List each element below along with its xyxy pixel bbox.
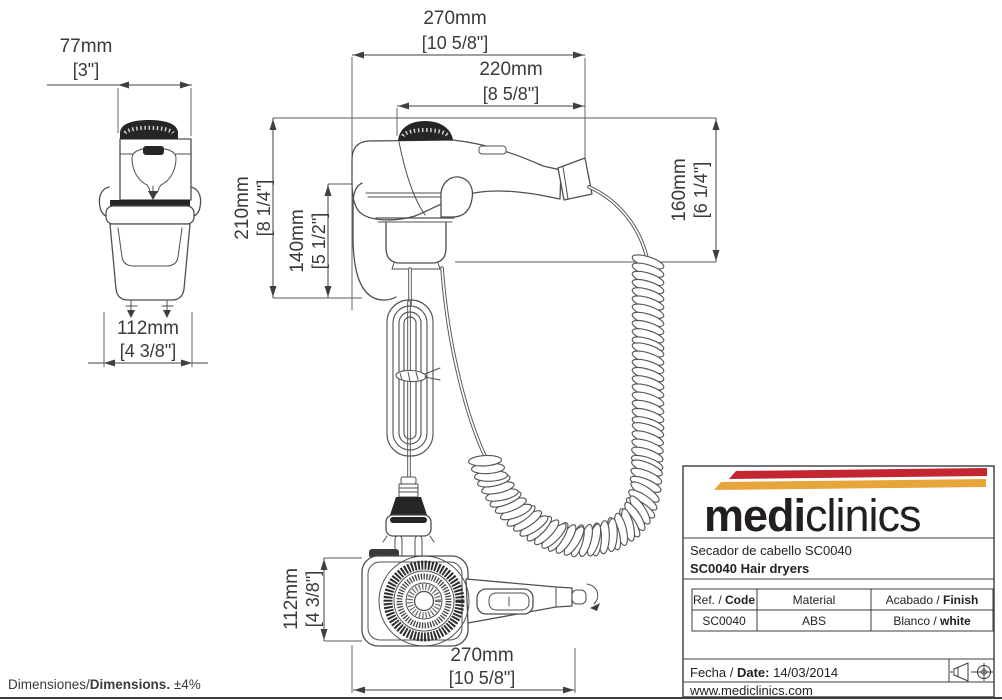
logo-stripe-yellow bbox=[714, 479, 986, 490]
dimension-220mm: 220mm [8 5/8"] bbox=[396, 59, 585, 136]
dimension-lines: 77mm [3"] 270mm [10 5/8"] 220mm [8 5/8"] bbox=[47, 8, 720, 694]
brand-wordmark: mediclinics bbox=[704, 490, 921, 541]
dim-112mm-bottom-inches: [4 3/8"] bbox=[303, 571, 323, 627]
front-view bbox=[98, 120, 202, 318]
dim-112mm-front-inches: [4 3/8"] bbox=[120, 341, 176, 361]
dim-270mm-bottom-inches: [10 5/8"] bbox=[449, 668, 515, 688]
product-name-es: Secador de cabello SC0040 bbox=[690, 543, 852, 558]
intake-grille bbox=[378, 555, 470, 647]
power-cable bbox=[382, 267, 441, 562]
handle-top-view bbox=[465, 578, 600, 624]
dim-77mm-label: 77mm bbox=[60, 36, 113, 57]
cell-finish: Blanco / white bbox=[893, 614, 971, 628]
dim-140mm-label: 140mm bbox=[287, 209, 308, 272]
dimension-270mm-top: 270mm [10 5/8"] bbox=[352, 8, 586, 162]
cable-tie bbox=[395, 367, 441, 383]
dim-270mm-top-label: 270mm bbox=[423, 8, 486, 29]
dimension-112mm-front: 112mm [4 3/8"] bbox=[88, 312, 208, 367]
side-view bbox=[351, 121, 665, 562]
dimension-160mm: 160mm [6 1/4"] bbox=[455, 118, 720, 263]
col-header-finish: Acabado / Finish bbox=[886, 593, 979, 607]
coil-loops bbox=[468, 254, 665, 558]
website: www.mediclinics.com bbox=[689, 683, 813, 698]
dim-270mm-bottom-label: 270mm bbox=[450, 645, 513, 666]
col-header-code: Ref. / Code bbox=[693, 593, 755, 607]
dim-210mm-label: 210mm bbox=[232, 176, 253, 239]
logo-stripe-red bbox=[729, 468, 987, 479]
bottom-view bbox=[361, 549, 600, 647]
dimension-77mm: 77mm [3"] bbox=[47, 36, 192, 136]
dimension-140mm: 140mm [5 1/2"] bbox=[287, 183, 362, 298]
bracket-knob bbox=[440, 176, 474, 218]
dimension-270mm-bottom: 270mm [10 5/8"] bbox=[353, 645, 576, 694]
product-name-en: SC0040 Hair dryers bbox=[690, 561, 809, 576]
hanger-notch bbox=[143, 146, 164, 155]
dim-160mm-label: 160mm bbox=[669, 158, 690, 221]
dim-160mm-inches: [6 1/4"] bbox=[691, 162, 711, 218]
first-angle-projection-icon bbox=[950, 662, 993, 682]
dim-210mm-inches: [8 1/4"] bbox=[254, 180, 274, 236]
date-row: Fecha / Date: 14/03/2014 bbox=[690, 665, 838, 680]
mounting-feet bbox=[125, 299, 174, 318]
dimensions-tolerance-note: Dimensiones/Dimensions. ±4% bbox=[8, 677, 201, 692]
dim-270mm-top-inches: [10 5/8"] bbox=[422, 33, 488, 53]
dim-220mm-inches: [8 5/8"] bbox=[483, 84, 539, 104]
cell-code: SC0040 bbox=[702, 614, 746, 628]
dim-112mm-bottom-label: 112mm bbox=[281, 568, 302, 630]
dimension-112mm-bottom: 112mm [4 3/8"] bbox=[281, 557, 362, 642]
wall-bracket bbox=[352, 176, 474, 301]
dim-112mm-front-label: 112mm bbox=[117, 318, 179, 339]
title-block: mediclinics Secador de cabello SC0040 SC… bbox=[682, 465, 995, 698]
dim-220mm-label: 220mm bbox=[479, 59, 542, 80]
cell-material: ABS bbox=[802, 614, 826, 628]
air-intake-dome-side bbox=[398, 121, 453, 141]
nozzle-tip bbox=[557, 157, 593, 201]
col-header-material: Material bbox=[793, 593, 836, 607]
spec-table: Ref. / Code Material Acabado / Finish SC… bbox=[691, 588, 994, 632]
brand-logo: mediclinics bbox=[704, 468, 987, 541]
dim-140mm-inches: [5 1/2"] bbox=[309, 213, 329, 269]
cord-direction-arrow-icon bbox=[586, 583, 599, 605]
power-plug bbox=[382, 476, 435, 562]
hanger-arrow-icon bbox=[148, 191, 158, 200]
coiled-cord bbox=[440, 185, 665, 558]
dimension-210mm: 210mm [8 1/4"] bbox=[232, 118, 362, 299]
dim-77mm-inches: [3"] bbox=[73, 60, 99, 80]
